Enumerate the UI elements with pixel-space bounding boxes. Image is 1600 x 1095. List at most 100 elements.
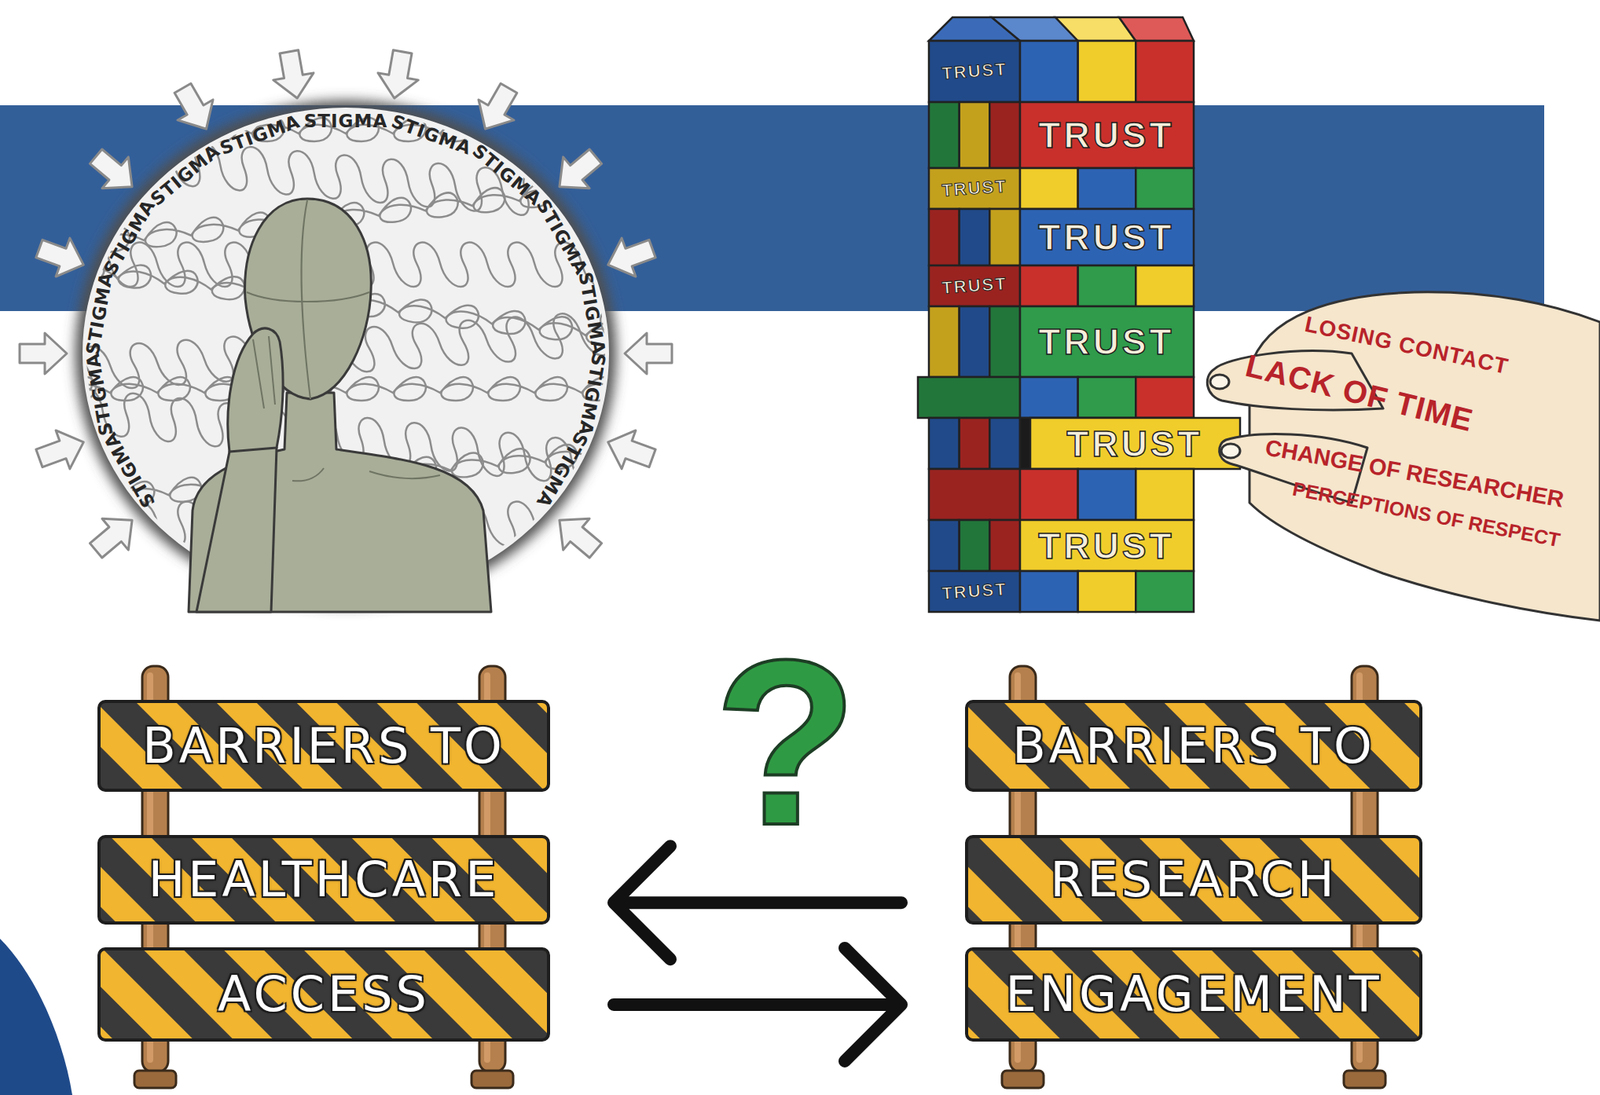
jenga-block (1135, 469, 1194, 521)
jenga-block (989, 102, 1021, 169)
jenga-block (928, 209, 960, 266)
hand (1207, 292, 1600, 621)
barrier-foot (134, 1071, 177, 1089)
flow-arrow (613, 948, 902, 1062)
jenga-block (1020, 469, 1079, 521)
jenga-block (928, 40, 1021, 103)
trust-word: TRUST (941, 580, 1009, 603)
pressure-arrow (601, 422, 660, 478)
jenga-block (1135, 571, 1194, 613)
jenga-block (1078, 571, 1137, 613)
person-figure (188, 198, 492, 613)
jenga-block (959, 418, 991, 470)
pressure-arrow (624, 333, 672, 375)
flow-arrow (613, 846, 902, 960)
jenga-block (989, 520, 1021, 572)
jenga-block (989, 209, 1021, 266)
jenga-block (959, 520, 991, 572)
jenga-block (1020, 520, 1194, 572)
jenga-block (928, 168, 1021, 210)
trust-word: TRUST (941, 177, 1009, 200)
jenga-block (928, 265, 1021, 307)
scribble-line (77, 132, 645, 226)
sign-text: ENGAGEMENT (964, 949, 1424, 1041)
jenga-block (989, 418, 1021, 470)
block-top (1119, 17, 1194, 41)
pressure-arrow (165, 77, 224, 140)
face-guide (301, 200, 311, 400)
jenga-block (1078, 168, 1137, 210)
pressure-arrow (374, 47, 423, 102)
jenga-block (1135, 377, 1194, 419)
question-mark: ? (713, 624, 858, 861)
pressure-arrow (82, 504, 145, 566)
hand-palm (1249, 292, 1600, 621)
jenga-block (1135, 265, 1194, 307)
jenga-block (1020, 40, 1079, 103)
jenga-block (1078, 40, 1137, 103)
barrier-sign: BARRIERS TO RESEARCH ENGAGEMENT (964, 663, 1424, 1092)
jenga-block (1078, 377, 1137, 419)
pressure-arrow (546, 140, 609, 202)
barrier-foot (1001, 1071, 1044, 1089)
jenga-block (917, 377, 1021, 419)
figure-forearm (196, 440, 277, 613)
pressure-arrow (19, 333, 67, 375)
pressure-arrow (32, 422, 91, 478)
sign-text: RESEARCH (964, 836, 1424, 924)
pressure-arrow (467, 77, 527, 140)
sign-text: BARRIERS TO (96, 701, 551, 791)
jenga-block (1020, 102, 1194, 169)
figure-lines (246, 200, 441, 481)
trust-word: TRUST (1038, 219, 1175, 256)
pressure-arrow (268, 47, 318, 102)
sign-text: BARRIERS TO (964, 701, 1424, 791)
sign-text: ACCESS (96, 949, 551, 1041)
stigma-word: STIGMA (304, 112, 388, 131)
jenga-block (928, 469, 1021, 521)
jenga-block (1020, 209, 1194, 266)
fingernail (1210, 374, 1230, 389)
jenga-block (1020, 168, 1079, 210)
jenga-block (928, 520, 960, 572)
pulled-block (1030, 418, 1241, 470)
trust-word: TRUST (1038, 117, 1175, 154)
jenga-block (928, 571, 1021, 613)
trust-word: TRUST (1066, 425, 1203, 463)
collar-line (292, 468, 324, 481)
trust-word: TRUST (941, 60, 1009, 83)
jenga-block (1020, 571, 1079, 613)
jenga-tower (917, 17, 1241, 613)
jenga-block (1135, 40, 1194, 103)
jenga-block (989, 306, 1021, 378)
finger-line (253, 339, 265, 409)
jenga-block (1135, 168, 1194, 210)
figure-hand (227, 328, 283, 452)
barrier-foot (1343, 1071, 1386, 1089)
jenga-block (928, 306, 960, 378)
trust-word: TRUST (941, 275, 1009, 298)
trust-word: TRUST (1038, 528, 1175, 565)
face-guide (246, 292, 370, 302)
jenga-block (1020, 265, 1079, 307)
barrier-foot (471, 1071, 514, 1089)
pressure-arrow (601, 229, 660, 284)
collar-line (369, 471, 441, 479)
barrier-sign: BARRIERS TO HEALTHCARE ACCESS (96, 663, 551, 1092)
pressure-arrow (82, 140, 145, 202)
jenga-block (1020, 306, 1194, 378)
jenga-block (959, 102, 991, 169)
finger-line (268, 336, 276, 405)
fingernail (1221, 444, 1241, 459)
jenga-block (928, 102, 960, 169)
jenga-block (1078, 265, 1137, 307)
scribble-line (62, 377, 629, 401)
jenga-block (959, 306, 991, 378)
trust-word: TRUST (1038, 323, 1175, 360)
pressure-arrow (546, 504, 609, 566)
sign-text: HEALTHCARE (96, 836, 551, 924)
corner-shape (0, 939, 73, 1095)
jenga-block (1078, 469, 1137, 521)
jenga-block (1020, 377, 1079, 419)
